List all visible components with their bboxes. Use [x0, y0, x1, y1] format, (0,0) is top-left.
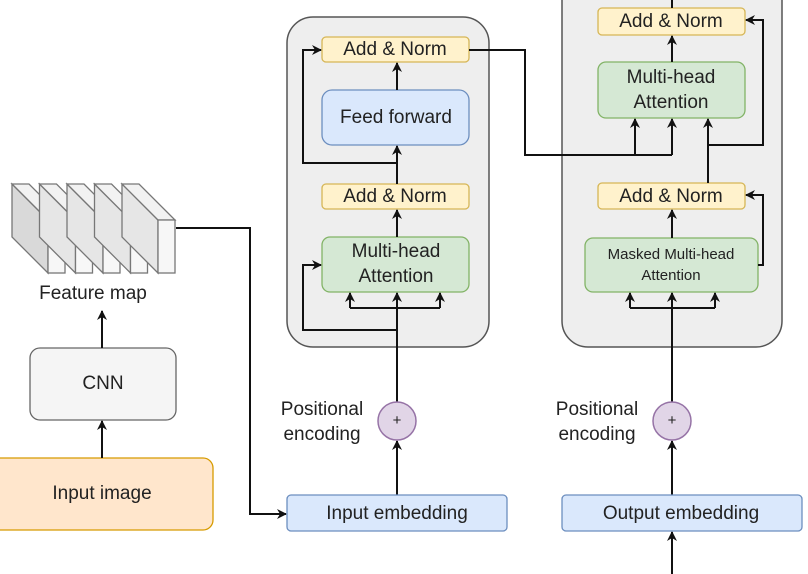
label: Add & Norm [619, 11, 722, 32]
decoder-masked-attention: Masked Multi-head Attention [584, 237, 759, 293]
decoder-arrows [469, 0, 764, 574]
label: Attention [359, 266, 434, 287]
feature-map-label: Feature map [39, 283, 147, 304]
label: Positional [556, 399, 638, 420]
label: encoding [283, 424, 360, 445]
label: Input embedding [326, 503, 468, 524]
input-image-label: Input image [52, 483, 151, 504]
encoder-add-norm-top: Add & Norm [321, 36, 470, 63]
input-image-box: Input image [0, 457, 214, 531]
label: encoding [558, 424, 635, 445]
plus-sign: + [668, 412, 677, 429]
plus-sign: + [393, 412, 402, 429]
label: Attention [641, 267, 700, 284]
encoder-positional-encoding: + Positional encoding [281, 399, 417, 445]
label: Multi-head [352, 241, 441, 262]
slab-front [157, 219, 176, 274]
plus-icon [652, 401, 692, 441]
decoder-add-norm-bottom: Add & Norm [597, 182, 746, 210]
plus-icon [377, 401, 417, 441]
encoder-container [286, 16, 490, 348]
encoder-add-norm-bottom: Add & Norm [321, 183, 470, 210]
label: Add & Norm [343, 39, 446, 60]
label: Output embedding [603, 503, 759, 524]
label: Attention [634, 92, 709, 113]
decoder-add-norm-top: Add & Norm [597, 7, 746, 36]
label: Add & Norm [343, 186, 446, 207]
arrow-featuremap-to-embedding [176, 227, 287, 519]
encoder-multi-head-attention: Multi-head Attention [321, 236, 470, 293]
label: Multi-head [627, 67, 716, 88]
label: Masked Multi-head [608, 246, 735, 263]
input-embedding-box: Input embedding [286, 494, 508, 532]
label: Positional [281, 399, 363, 420]
label: Feed forward [340, 107, 452, 128]
cnn-label: CNN [82, 373, 123, 394]
decoder-positional-encoding: + Positional encoding [556, 399, 692, 445]
encoder-feed-forward: Feed forward [321, 89, 470, 146]
output-embedding-box: Output embedding [561, 494, 803, 532]
label: Add & Norm [619, 186, 722, 207]
cnn-box: CNN [29, 347, 177, 421]
encoder-arrows [302, 45, 445, 495]
decoder-multi-head-attention: Multi-head Attention [597, 61, 746, 119]
feature-map-icon [10, 182, 177, 275]
